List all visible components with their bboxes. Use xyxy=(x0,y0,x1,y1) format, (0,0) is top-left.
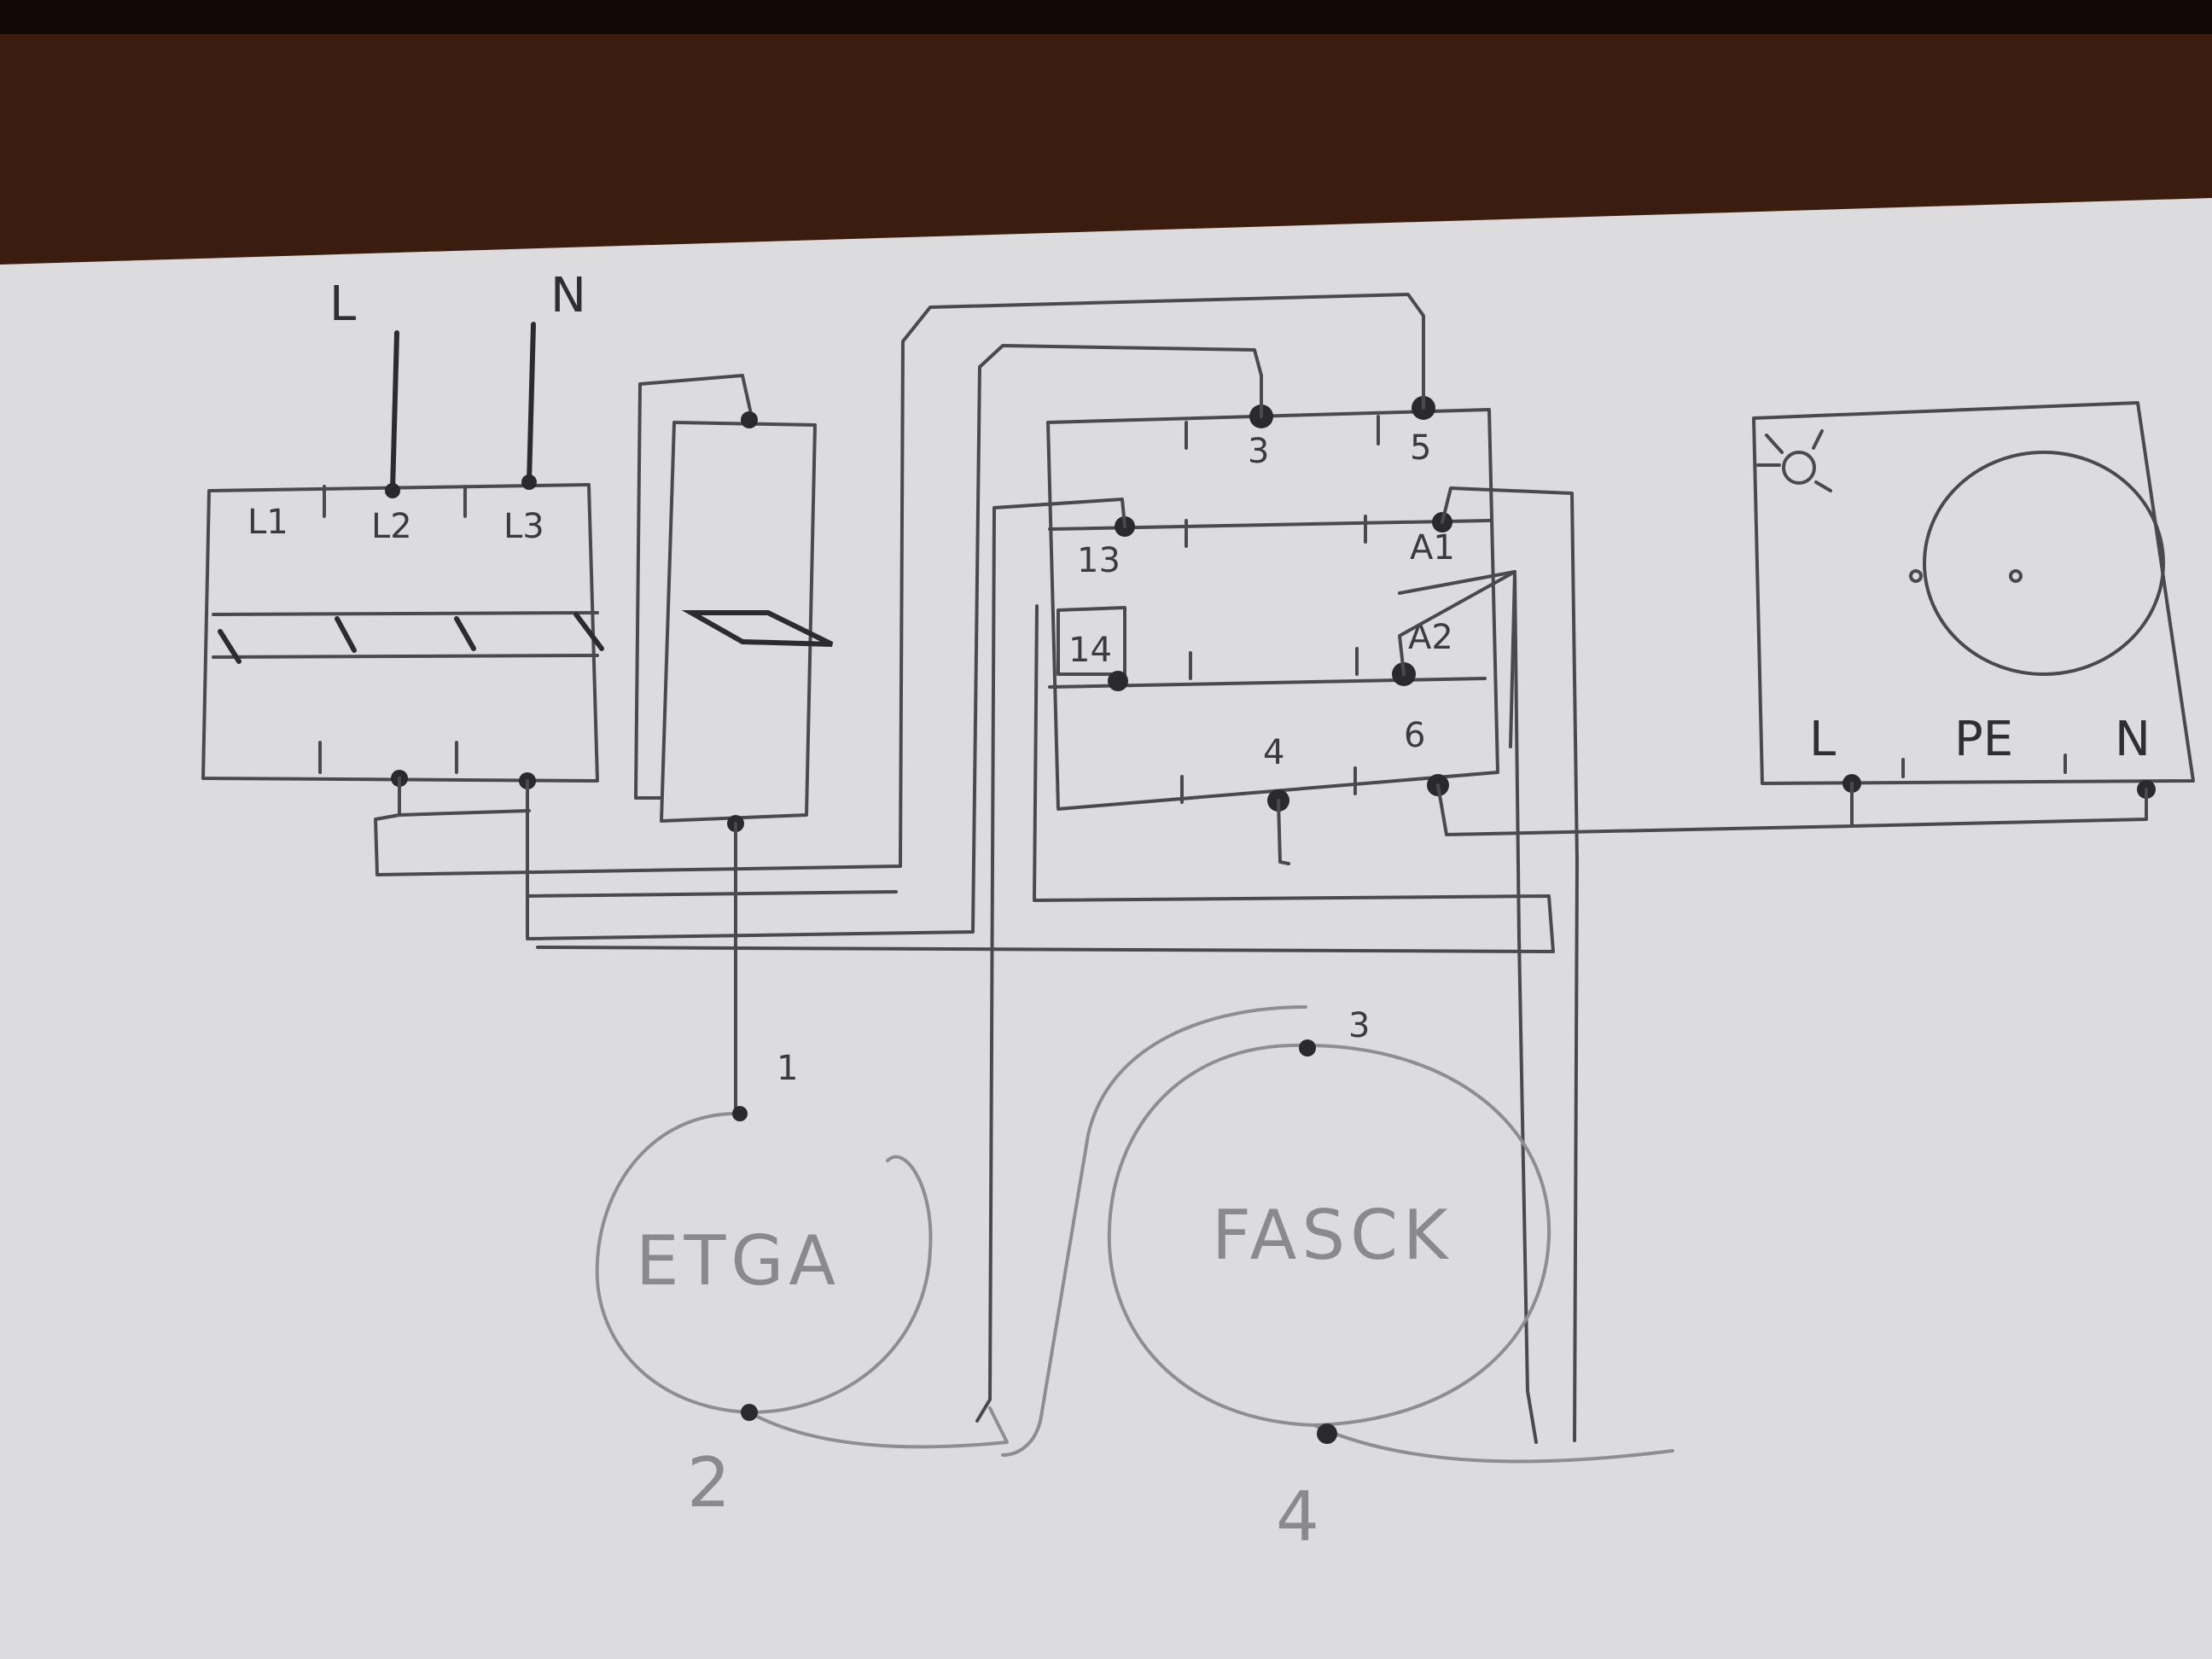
supply-n-label: N xyxy=(550,268,586,323)
coil-right-bottom-terminal xyxy=(1317,1423,1337,1444)
coil-right-name: FASCK xyxy=(1212,1196,1453,1275)
contactor-label-5: 5 xyxy=(1410,428,1431,468)
coil-left-label-1: 1 xyxy=(777,1049,798,1088)
wiring xyxy=(374,293,2148,1444)
indicator-lamp-icon xyxy=(1756,429,1832,492)
contactor-terminal-14 xyxy=(1108,671,1128,691)
breaker-label-l1: L1 xyxy=(247,503,288,542)
socket-label-pe: PE xyxy=(1954,712,2013,767)
switch-top-terminal xyxy=(741,411,758,428)
coil-right-label-3: 3 xyxy=(1348,1006,1370,1045)
desk-edge xyxy=(0,0,2212,34)
contactor-label-a2: A2 xyxy=(1408,618,1453,657)
contactor-label-6: 6 xyxy=(1404,716,1425,755)
socket-label-n: N xyxy=(2115,712,2151,767)
coil-left-top-terminal xyxy=(732,1106,748,1121)
breaker-l3-terminal xyxy=(521,474,537,490)
supply-l-label: L xyxy=(329,276,356,332)
breaker-label-l3: L3 xyxy=(504,507,544,546)
contactor-label-14: 14 xyxy=(1068,631,1112,670)
coil-right-label-4: 4 xyxy=(1276,1477,1324,1557)
contactor-label-4: 4 xyxy=(1263,733,1284,772)
contactor-label-a1: A1 xyxy=(1410,528,1455,568)
socket-outlet xyxy=(1752,401,2195,799)
paper-sheet xyxy=(0,198,2212,1659)
breaker-label-l2: L2 xyxy=(371,507,412,546)
coil-etga xyxy=(595,1106,1009,1449)
switch-module xyxy=(634,374,834,832)
breaker-l2-terminal xyxy=(385,483,400,498)
socket-label-l: L xyxy=(1809,712,1836,767)
contactor-label-13: 13 xyxy=(1077,541,1121,580)
coil-right-top-terminal xyxy=(1299,1039,1316,1057)
contactor-label-3: 3 xyxy=(1248,432,1269,471)
coil-fasck xyxy=(1001,1005,1674,1464)
coil-left-label-2: 2 xyxy=(687,1443,736,1522)
socket-face xyxy=(1923,451,2165,676)
coil-left-name: ETGA xyxy=(636,1221,841,1301)
coil-left-bottom-terminal xyxy=(741,1404,758,1421)
